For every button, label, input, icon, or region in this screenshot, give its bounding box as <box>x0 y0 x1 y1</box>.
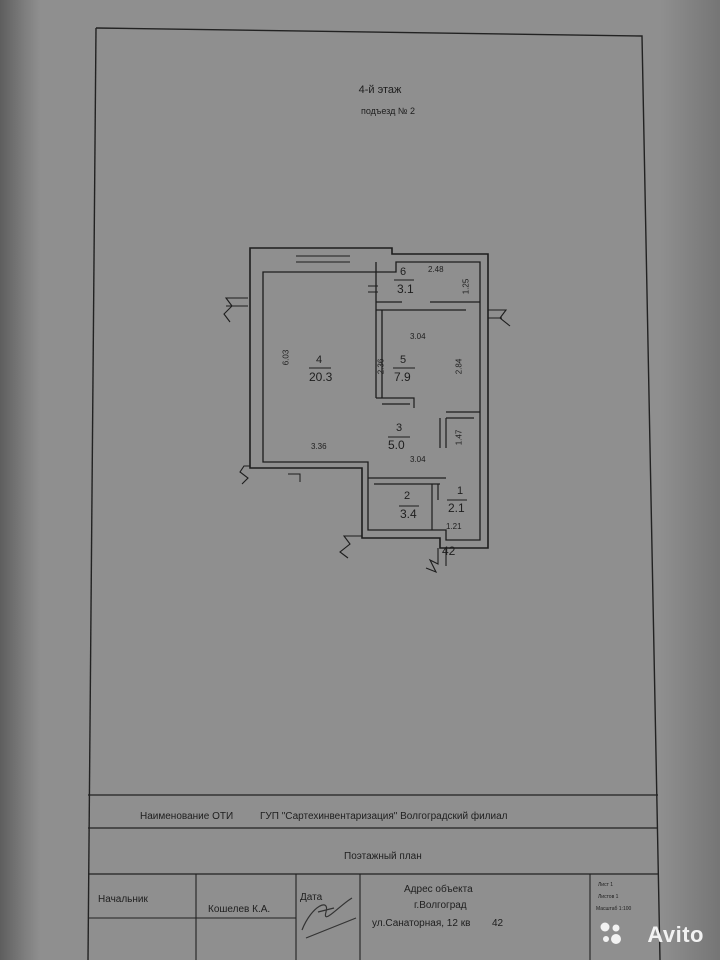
avito-logo-icon <box>600 922 621 944</box>
address-apartment: 42 <box>492 918 504 929</box>
break-mark-right <box>488 309 511 327</box>
scale: Масштаб 1:100 <box>596 906 632 912</box>
wall-room2-right <box>431 484 439 530</box>
dim-6-03: 6.03 <box>281 349 291 366</box>
apartment-number-mark: 42 <box>442 544 456 558</box>
room-5-number: 5 <box>400 354 407 366</box>
room-3-area: 5.0 <box>388 438 405 452</box>
avito-watermark: Avito <box>647 922 704 947</box>
room-2-area: 3.4 <box>400 507 417 521</box>
wall-room1-left <box>439 418 447 448</box>
sheet-frame-left <box>87 27 97 960</box>
address-city: г.Волгоград <box>414 900 467 911</box>
room-3-number: 3 <box>396 422 403 434</box>
dim-2-36: 2.36 <box>376 358 386 375</box>
dim-3-36: 3.36 <box>311 442 327 451</box>
page-binding-shadow <box>0 0 40 960</box>
dim-3-04-bottom: 3.04 <box>410 455 426 464</box>
dim-2-48: 2.48 <box>428 265 444 274</box>
dim-1-25: 1.25 <box>461 278 471 295</box>
room-6-number: 6 <box>400 266 407 278</box>
break-mark-entrance <box>425 548 447 574</box>
room-4-number: 4 <box>316 354 323 366</box>
dim-2-84: 2.84 <box>454 358 464 375</box>
page-edge-shadow <box>660 0 720 960</box>
oti-label: Наименование ОТИ <box>140 811 234 822</box>
sheet-number: Лист 1 <box>598 882 614 888</box>
window-top-room4 <box>296 255 350 263</box>
signature-scribble <box>301 897 357 939</box>
address-label: Адрес объекта <box>404 884 473 895</box>
floor-title: 4-й этаж <box>358 84 402 96</box>
address-street: ул.Санаторная, 12 кв <box>372 918 471 929</box>
break-mark-left <box>223 297 248 323</box>
date-label: Дата <box>300 892 323 903</box>
entrance-title: подъезд № 2 <box>360 106 415 116</box>
wall-room5-bottom-right <box>446 411 480 419</box>
sheet-frame <box>95 27 661 960</box>
wall-room2-top <box>368 477 446 485</box>
room-1-area: 2.1 <box>448 501 465 515</box>
exterior-wall-outer <box>249 247 489 549</box>
room-5-area: 7.9 <box>394 370 411 384</box>
door-swing-room6 <box>368 285 378 293</box>
oti-value: ГУП "Сартехинвентаризация" Волгоградский… <box>260 811 508 822</box>
chief-name: Кошелев К.А. <box>208 904 271 915</box>
plan-type: Поэтажный план <box>344 851 422 862</box>
room-6-area: 3.1 <box>397 282 414 296</box>
break-mark-bottom <box>339 535 362 559</box>
wall-room4-room5 <box>375 310 383 398</box>
room-1-number: 1 <box>457 485 464 497</box>
dim-1-21: 1.21 <box>446 522 462 531</box>
chief-label: Начальник <box>98 894 148 905</box>
break-mark-bottom-left <box>239 465 250 485</box>
exterior-wall-inner <box>262 261 481 541</box>
dim-1-47: 1.47 <box>454 429 464 446</box>
room-2-number: 2 <box>404 490 411 502</box>
room-4-area: 20.3 <box>309 370 333 384</box>
wall-room5-bottom <box>376 397 415 408</box>
stair-notch <box>288 473 301 482</box>
sheets-count: Листов 1 <box>598 894 619 900</box>
dim-3-04-top: 3.04 <box>410 332 426 341</box>
floor-plan <box>223 247 511 574</box>
